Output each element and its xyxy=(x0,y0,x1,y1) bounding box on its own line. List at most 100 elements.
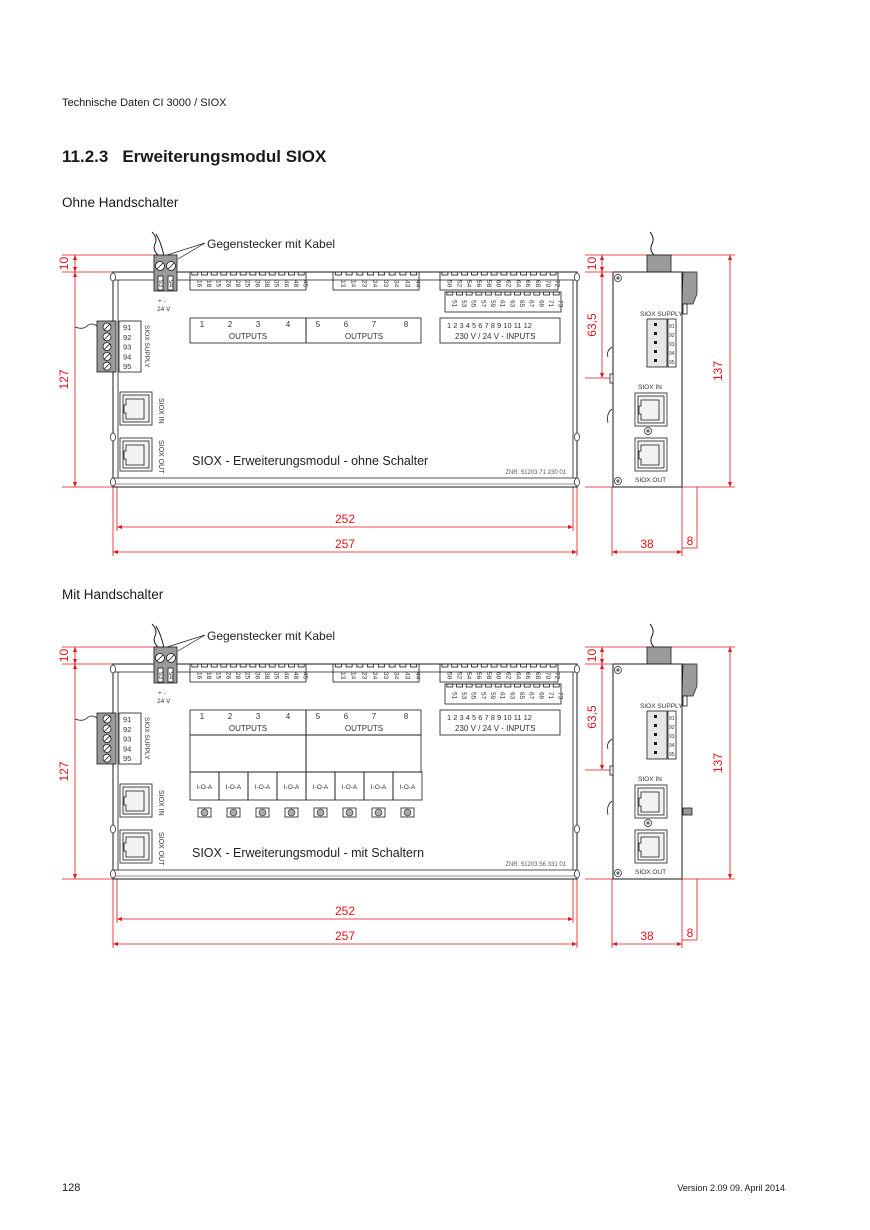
terminal-tooth xyxy=(334,663,342,668)
terminal-tooth xyxy=(356,663,364,668)
rail-clip xyxy=(110,824,116,834)
pin-label: 94 xyxy=(167,672,174,680)
terminal-number: 36 xyxy=(253,280,260,288)
socket-pin xyxy=(654,733,657,736)
outputs-label: OUTPUTS xyxy=(345,724,383,733)
terminal-number: 35 xyxy=(273,280,280,288)
terminal-number: 55 xyxy=(470,300,477,308)
terminal-number: 34 xyxy=(393,280,400,288)
terminal-tooth xyxy=(552,291,560,296)
terminal-tooth xyxy=(475,683,483,688)
rj45-outer xyxy=(119,783,153,818)
inputs-box xyxy=(439,317,561,344)
terminal-tooth xyxy=(451,271,459,276)
rj45-socket-icon xyxy=(638,399,660,421)
rj45-outer xyxy=(634,784,668,819)
rj45-socket-icon xyxy=(638,791,660,813)
terminal-number: 48 xyxy=(292,672,299,680)
terminal-number: 67 xyxy=(528,692,535,700)
clip-tab xyxy=(682,303,688,315)
terminal-number: 14 xyxy=(350,280,357,288)
terminal-number: 51 xyxy=(450,300,457,308)
rj45-inner xyxy=(637,395,665,424)
dimension-value: 8 xyxy=(687,534,694,548)
supply-label: SIOX SUPPLY xyxy=(143,717,150,760)
siox-out-label: SIOX OUT xyxy=(157,832,164,866)
terminal-tooth xyxy=(500,663,508,668)
terminal-tooth xyxy=(230,271,237,276)
terminal-tooth xyxy=(191,663,199,668)
supply-pin-number: 93 xyxy=(123,343,131,352)
rj45-socket-icon xyxy=(638,444,660,466)
rj45-socket-icon xyxy=(638,836,660,858)
terminal-number: 54 xyxy=(465,280,472,288)
output-number: 4 xyxy=(286,320,291,329)
drawing-number: ZNR. 51203 71 230 01 xyxy=(505,470,566,476)
dimension-value: 137 xyxy=(711,361,725,381)
switch-knob-icon xyxy=(200,808,209,817)
side-pin-number: 91 xyxy=(669,716,675,722)
side-pin-number: 93 xyxy=(669,342,675,348)
terminal-tooth xyxy=(520,271,527,276)
terminal-number: 13 xyxy=(339,672,346,680)
terminal-tooth xyxy=(461,271,468,276)
switch-label: I-O-A xyxy=(226,784,242,791)
terminal-tooth xyxy=(543,291,550,296)
terminal-number: 38 xyxy=(263,280,270,288)
module-title: SIOX - Erweiterungsmodul - ohne Schalter xyxy=(192,454,428,468)
output-number: 5 xyxy=(316,712,321,721)
terminal-number: 73 xyxy=(557,300,564,308)
terminal-number: 26 xyxy=(224,280,231,288)
terminal-number: 52 xyxy=(455,280,462,288)
terminal-tooth xyxy=(377,663,385,668)
side-supply-label: SIOX SUPPLY xyxy=(640,311,683,318)
section-title: Erweiterungsmodul SIOX xyxy=(122,147,327,166)
terminal-strip xyxy=(332,663,420,683)
screw-slot xyxy=(103,343,111,350)
terminal-number: 50 xyxy=(445,280,452,288)
outputs-label: OUTPUTS xyxy=(229,332,267,341)
terminal-number: 63 xyxy=(508,692,515,700)
cable xyxy=(649,623,655,648)
terminal-number: 63 xyxy=(508,300,515,308)
inputs-label: 230 V / 24 V - INPUTS xyxy=(455,332,535,341)
terminal-tooth xyxy=(446,291,454,296)
supply-cable xyxy=(74,715,98,721)
callout-leader xyxy=(177,242,206,260)
terminal-number: 69 xyxy=(537,692,544,700)
output-number: 3 xyxy=(256,712,261,721)
rj45-outer xyxy=(119,437,153,472)
dimension-value: 10 xyxy=(57,649,71,663)
terminal-tooth xyxy=(239,271,247,276)
latch-spring xyxy=(607,738,613,816)
terminal-tooth xyxy=(471,663,478,668)
terminal-number: 58 xyxy=(485,672,492,680)
terminal-tooth xyxy=(288,271,295,276)
subtitle-ohne-handschalter: Ohne Handschalter xyxy=(62,195,179,210)
terminal-number: 50 xyxy=(445,672,452,680)
terminal-number: 64 xyxy=(514,280,521,288)
terminal-tooth xyxy=(520,663,527,668)
terminal-tooth xyxy=(549,663,557,668)
terminal-tooth xyxy=(278,271,286,276)
output-number: 6 xyxy=(344,320,349,329)
terminal-number: 18 xyxy=(205,280,212,288)
side-switch-knob xyxy=(682,807,693,816)
terminal-tooth xyxy=(297,663,305,668)
terminal-number: 73 xyxy=(557,692,564,700)
output-number: 3 xyxy=(256,320,261,329)
side-siox-in-label: SIOX IN xyxy=(638,776,662,783)
side-pin-number: 95 xyxy=(669,360,675,366)
terminal-number: 48 xyxy=(292,280,299,288)
subtitle-mit-handschalter: Mit Handschalter xyxy=(62,587,164,602)
rail-clip xyxy=(110,432,116,442)
socket-pin xyxy=(654,751,657,754)
supply-cable xyxy=(74,323,98,329)
screw-slot xyxy=(103,323,111,331)
terminal-number: 60 xyxy=(495,280,502,288)
terminal-tooth xyxy=(465,291,473,296)
terminal-number: 24 xyxy=(371,280,378,288)
output-number: 4 xyxy=(286,712,291,721)
terminal-tooth xyxy=(446,683,454,688)
